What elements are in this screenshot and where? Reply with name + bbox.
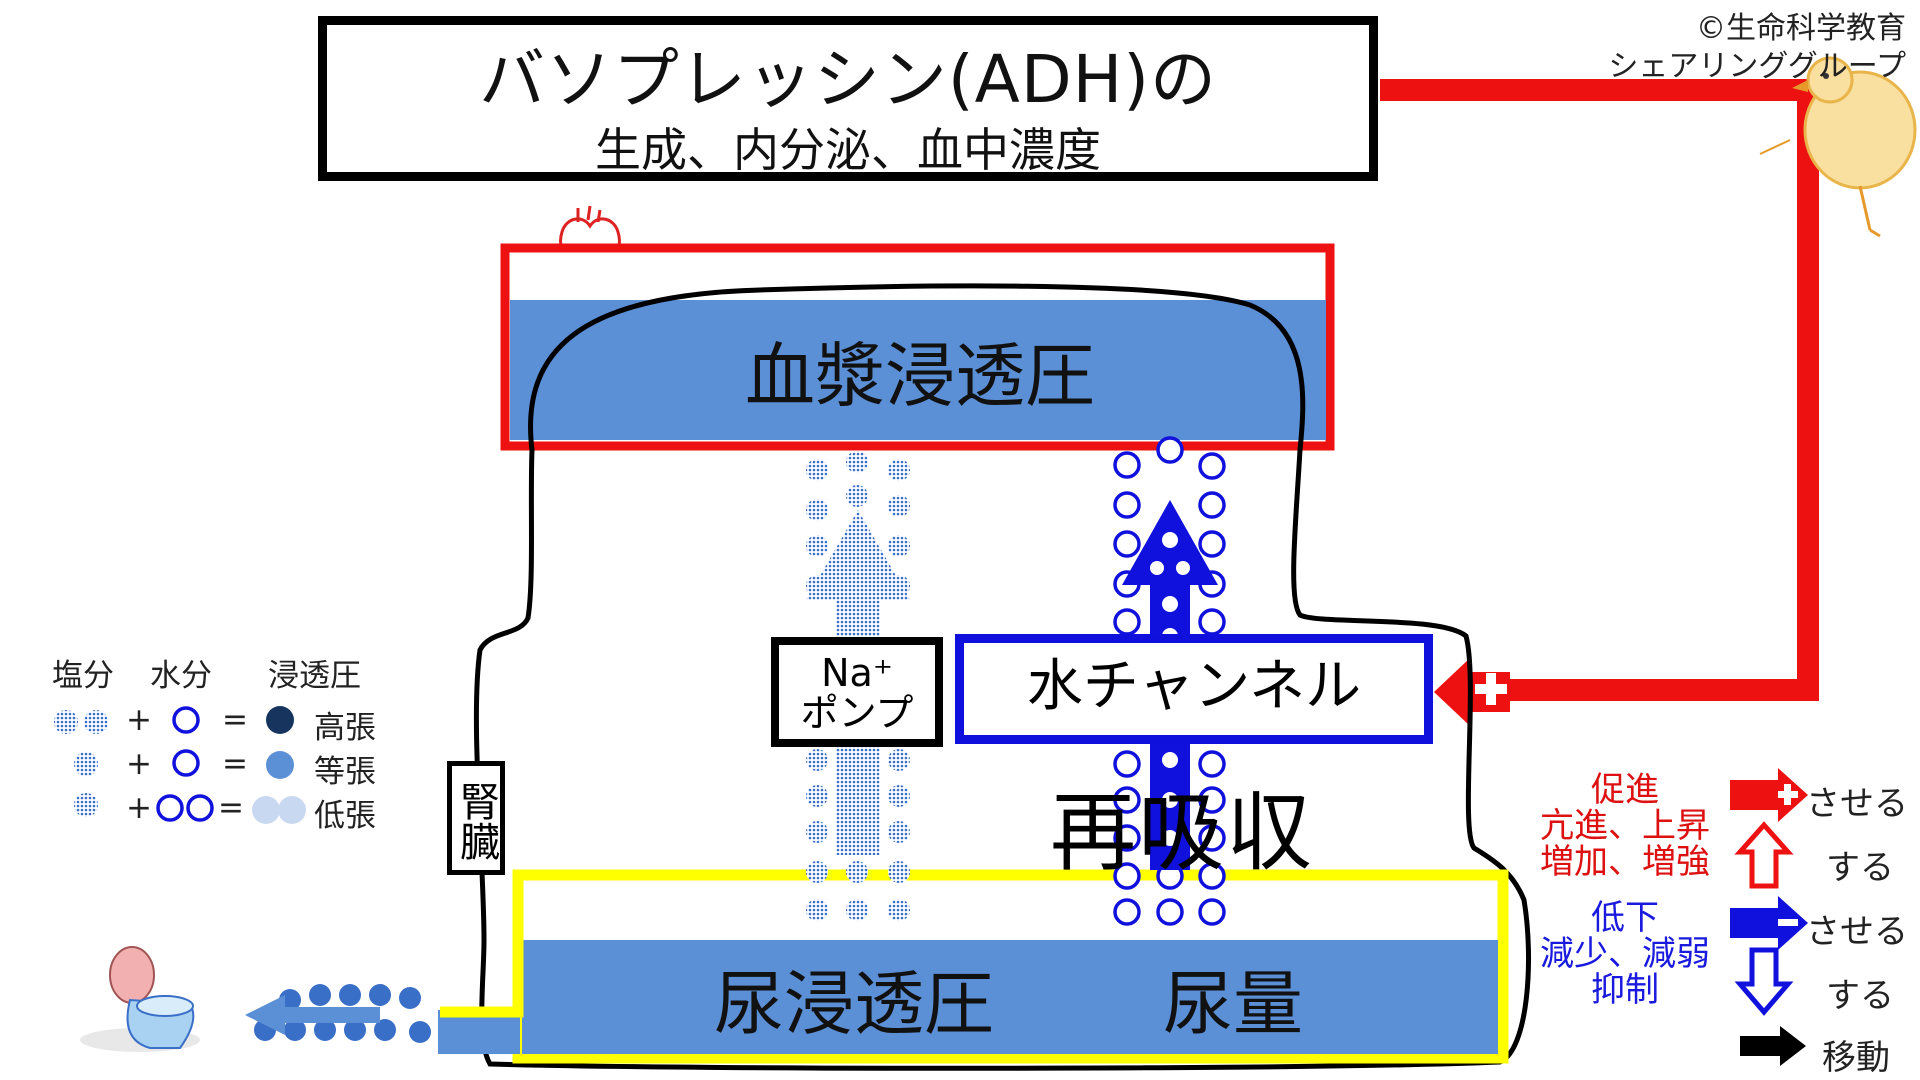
urine-outflow-icon <box>245 984 431 1043</box>
legend-increase-line2: 亢進、上昇 <box>1540 806 1710 846</box>
copyright-line2: シェアリンググループ <box>1608 49 1906 84</box>
legend-header-osmotic: 浸透圧 <box>268 658 361 694</box>
na-pump-box: Na⁺ ポンプ <box>771 637 943 747</box>
legend-row2-result: 等張 <box>314 754 376 790</box>
legend-cause-decrease: させる <box>1806 912 1908 952</box>
na-pump-line2: ポンプ <box>800 691 914 735</box>
plasma-osmolarity-label: 血漿浸透圧 <box>745 335 1095 417</box>
feedback-line <box>1380 79 1819 701</box>
reabsorption-label: 再吸収 <box>1050 783 1314 883</box>
legend-left-symbols <box>54 706 306 824</box>
legend-do-increase: する <box>1826 848 1894 888</box>
legend-row2-plus: + <box>126 746 152 782</box>
red-up-arrow-icon <box>1734 821 1794 889</box>
legend-row1-equals: = <box>222 702 248 738</box>
legend-decrease-words: 低下 減少、減弱 抑制 <box>1535 900 1715 1008</box>
legend-header-water: 水分 <box>150 658 212 694</box>
urine-compartment <box>438 869 1509 1064</box>
legend-row3-result: 低張 <box>314 798 376 834</box>
urine-osmolarity-label: 尿浸透圧 <box>714 963 994 1045</box>
title-main: バソプレッシン(ADH)の <box>478 41 1218 118</box>
legend-decrease-line2: 減少、減弱 <box>1540 934 1710 974</box>
title-sub: 生成、内分泌、血中濃度 <box>595 123 1101 177</box>
legend-row1-plus: + <box>126 702 152 738</box>
blue-right-minus-arrow-icon <box>1730 896 1808 950</box>
legend-do-decrease: する <box>1826 976 1894 1016</box>
title-box: バソプレッシン(ADH)の 生成、内分泌、血中濃度 <box>318 16 1378 181</box>
legend-row3-plus: + <box>126 790 152 826</box>
legend-right-symbols <box>1730 768 1808 1066</box>
black-right-arrow-icon <box>1740 1026 1806 1066</box>
chick-icon <box>1759 56 1917 238</box>
copyright-line1: ©生命科学教育 <box>1696 11 1906 46</box>
legend-increase-words: 促進 亢進、上昇 増加、増強 <box>1535 772 1715 880</box>
legend-decrease-line1: 低下 <box>1591 898 1659 938</box>
urine-volume-label: 尿量 <box>1163 963 1303 1045</box>
legend-row1-result: 高張 <box>314 710 376 746</box>
legend-cause-increase: させる <box>1806 784 1908 824</box>
toilet-icon <box>80 946 200 1052</box>
legend-header-salt: 塩分 <box>52 658 114 694</box>
legend-move: 移動 <box>1822 1038 1890 1078</box>
kidney-label: 腎臓 <box>447 761 505 875</box>
blue-down-arrow-icon <box>1734 947 1794 1016</box>
copyright: ©生命科学教育 シェアリンググループ <box>1608 10 1906 86</box>
plasma-compartment <box>500 243 1335 451</box>
water-channel-label: 水チャンネル <box>1026 654 1362 719</box>
legend-increase-line1: 促進 <box>1591 770 1659 810</box>
legend-decrease-line3: 抑制 <box>1591 970 1659 1010</box>
water-channel-box: 水チャンネル <box>955 634 1433 744</box>
legend-increase-line3: 増加、増強 <box>1540 842 1710 882</box>
na-pump-line1: Na⁺ <box>821 651 893 695</box>
legend-row2-equals: = <box>222 746 248 782</box>
red-right-plus-arrow-icon <box>1730 768 1808 822</box>
legend-row3-equals: = <box>218 790 244 826</box>
